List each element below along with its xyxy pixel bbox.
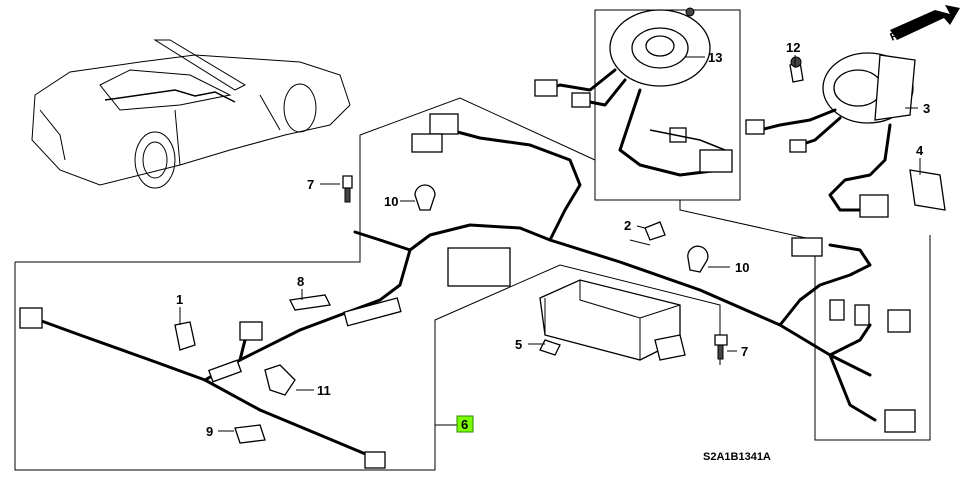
callout-labels: 13 12 3 4 7 10 2 10 8 1 5 7 11 9 6	[176, 40, 930, 439]
callout-12[interactable]: 12	[786, 40, 800, 55]
callout-6[interactable]: 6	[461, 417, 468, 432]
callout-5[interactable]: 5	[515, 337, 522, 352]
callout-6-highlight	[456, 415, 474, 433]
callout-11[interactable]: 11	[317, 383, 331, 398]
callout-10-upper[interactable]: 10	[384, 194, 398, 209]
callout-1[interactable]: 1	[176, 292, 183, 307]
callout-4[interactable]: 4	[916, 143, 924, 158]
srs-unit	[539, 279, 686, 361]
main-wire-harness	[23, 128, 877, 460]
callout-7-upper[interactable]: 7	[307, 177, 314, 192]
assembly-frame	[14, 97, 931, 471]
drawing-code: S2A1B1341A	[703, 451, 771, 463]
cable-reel-group	[534, 7, 741, 201]
callout-2[interactable]: 2	[624, 218, 631, 233]
callout-13[interactable]: 13	[708, 50, 722, 65]
connectors	[19, 113, 916, 469]
callout-8[interactable]: 8	[297, 274, 304, 289]
right-reel-group	[745, 52, 946, 218]
callout-9[interactable]: 9	[206, 424, 213, 439]
callout-3[interactable]: 3	[923, 101, 930, 116]
hardware-parts	[174, 175, 728, 444]
callout-7-lower[interactable]: 7	[741, 344, 748, 359]
front-direction-arrow: FR.	[888, 5, 960, 44]
vehicle-outline-illustration	[31, 39, 351, 189]
leader-lines	[179, 55, 921, 432]
callout-10-lower[interactable]: 10	[735, 260, 749, 275]
